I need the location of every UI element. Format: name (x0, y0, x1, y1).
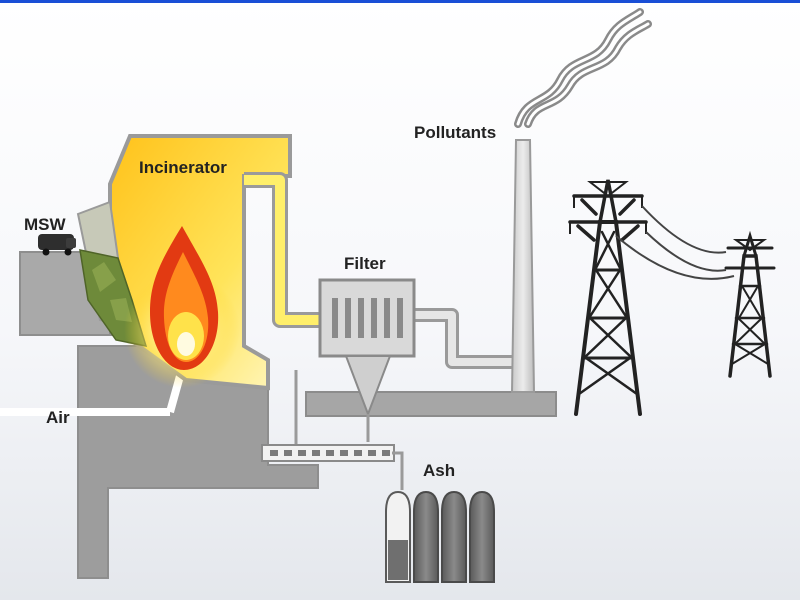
flame-icon (124, 226, 240, 388)
label-pollutants: Pollutants (414, 123, 496, 142)
flue-gas-duct (244, 175, 322, 325)
smoke-icon (514, 8, 652, 128)
transmission-tower-icon (724, 230, 776, 378)
ash-container-icon (385, 490, 495, 583)
label-msw: MSW (24, 215, 67, 234)
plant-foundation (305, 391, 557, 417)
label-ash: Ash (423, 461, 455, 480)
clean-gas-pipe (412, 311, 514, 366)
transmission-tower-icon (568, 179, 648, 416)
garbage-truck-icon (38, 234, 76, 256)
ash-hopper (344, 355, 392, 417)
label-air: Air (46, 408, 70, 427)
label-incinerator: Incinerator (139, 158, 227, 177)
filter-unit (318, 278, 416, 442)
label-filter: Filter (344, 254, 386, 273)
smoke-stack (510, 139, 536, 393)
ash-conveyor (261, 370, 404, 490)
power-lines (615, 205, 735, 280)
